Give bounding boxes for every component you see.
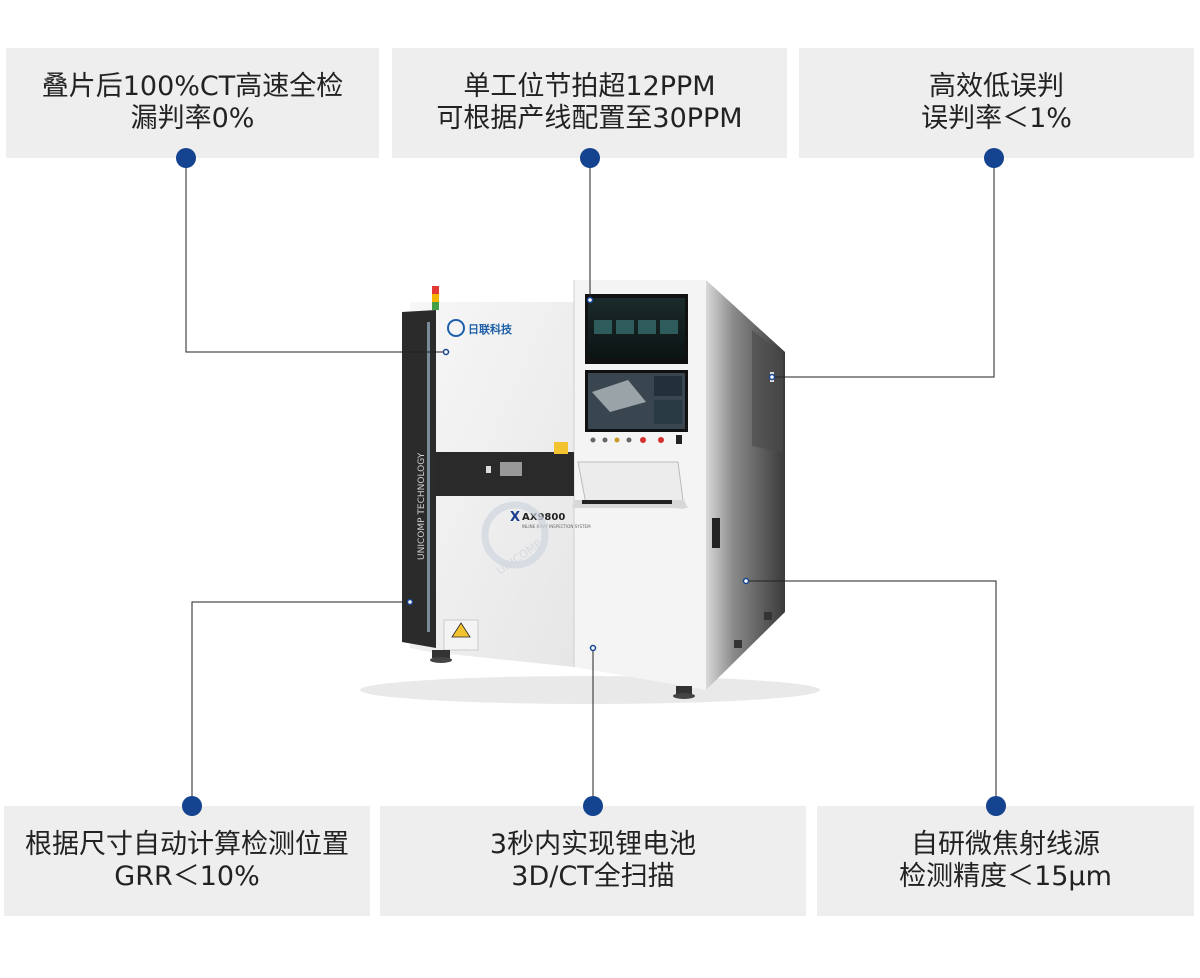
- feature-text: 检测精度＜15μm: [899, 861, 1112, 892]
- model-label: AX9800: [522, 512, 565, 523]
- feature-text: 单工位节拍超12PPM: [463, 71, 716, 102]
- target-point: [589, 644, 597, 652]
- target-point: [586, 296, 594, 304]
- model-subtitle: INLINE X-RAY INSPECTION SYSTEM: [522, 524, 591, 529]
- side-text: UNICOMP TECHNOLOGY: [417, 452, 427, 560]
- target-point: [442, 348, 450, 356]
- marker-dot-bottom-right: [986, 796, 1006, 816]
- feature-box-xray-source: 自研微焦射线源 检测精度＜15μm: [817, 806, 1194, 916]
- target-point: [742, 577, 750, 585]
- target-point: [406, 598, 414, 606]
- feature-box-full-inspection: 叠片后100%CT高速全检 漏判率0%: [6, 48, 379, 158]
- marker-dot-top-right: [984, 148, 1004, 168]
- svg-text:X: X: [510, 510, 520, 525]
- leader-line-top-left: [185, 158, 446, 353]
- marker-dot-top-left: [176, 148, 196, 168]
- feature-box-ct-scan: 3秒内实现锂电池 3D/CT全扫描: [380, 806, 806, 916]
- target-point: [768, 373, 776, 381]
- leader-line-bottom-right: [746, 580, 997, 806]
- feature-box-false-rate: 高效低误判 误判率＜1%: [799, 48, 1194, 158]
- feature-box-throughput: 单工位节拍超12PPM 可根据产线配置至30PPM: [392, 48, 787, 158]
- marker-dot-bottom-left: [182, 796, 202, 816]
- feature-text: 漏判率0%: [130, 103, 255, 134]
- feature-text: 误判率＜1%: [921, 103, 1072, 134]
- feature-text: 高效低误判: [929, 71, 1064, 102]
- feature-text: 自研微焦射线源: [911, 829, 1100, 860]
- feature-box-auto-position: 根据尺寸自动计算检测位置 GRR＜10%: [4, 806, 370, 916]
- leader-line-top-right: [772, 158, 995, 378]
- feature-text: 根据尺寸自动计算检测位置: [25, 829, 349, 860]
- feature-text: 叠片后100%CT高速全检: [41, 71, 344, 102]
- leader-line-bottom-left: [191, 601, 410, 806]
- brand-logo: 日联科技: [468, 322, 513, 336]
- marker-dot-bottom-center: [583, 796, 603, 816]
- marker-dot-top-center: [580, 148, 600, 168]
- feature-text: 3秒内实现锂电池: [489, 829, 697, 860]
- feature-text: 3D/CT全扫描: [511, 861, 675, 892]
- feature-text: GRR＜10%: [114, 861, 260, 892]
- feature-text: 可根据产线配置至30PPM: [436, 103, 743, 134]
